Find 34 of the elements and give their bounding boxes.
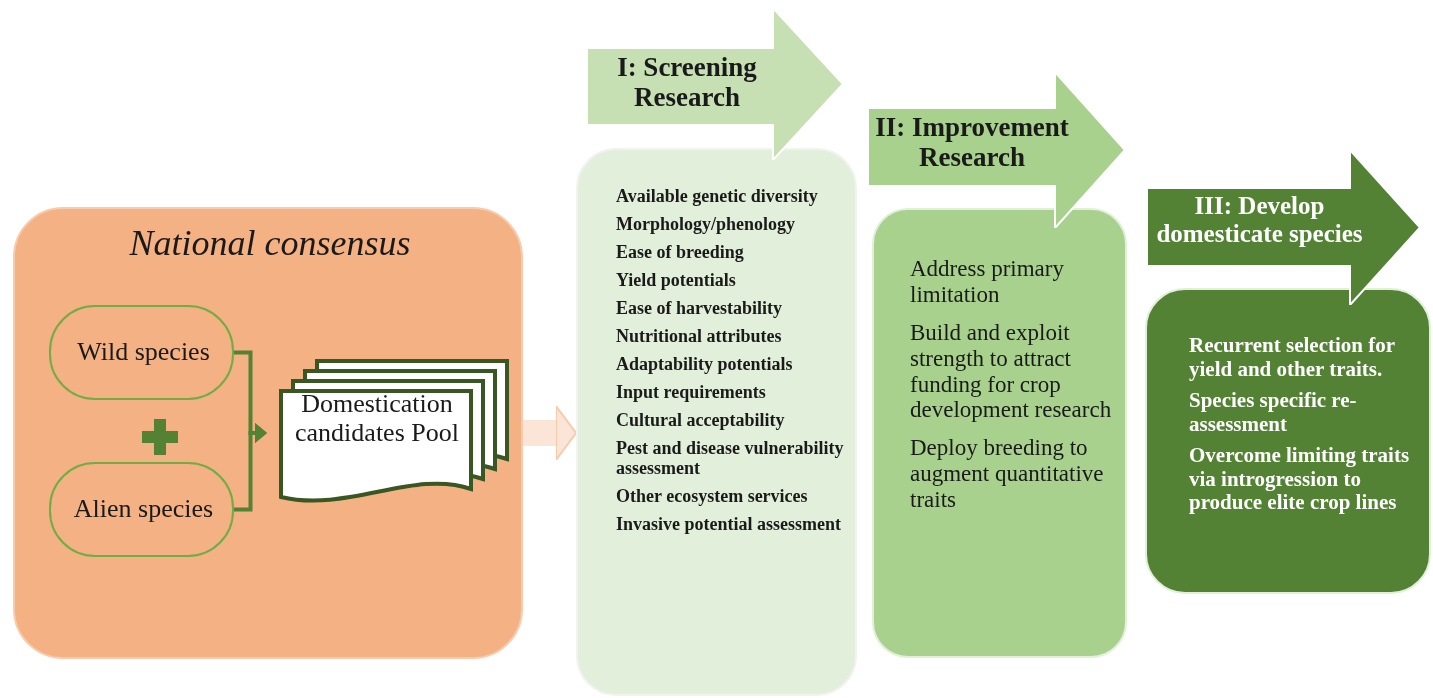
list-item: Invasive potential assessment xyxy=(616,514,842,535)
stage-title: III: Develop domesticate species xyxy=(1155,192,1364,248)
species-box xyxy=(49,462,234,557)
stage-panel xyxy=(1145,288,1431,594)
panel-title: National consensus xyxy=(128,223,412,264)
species-box xyxy=(49,305,234,400)
list-item: Overcome limiting traits via introgression to produce elite crop lines xyxy=(1189,444,1411,515)
stage-title: II: Improvement Research xyxy=(874,112,1070,173)
list-item: Input requirements xyxy=(616,382,767,403)
list-item: Recurrent selection for yield and other traits. xyxy=(1189,334,1396,382)
list-item: Morphology/phenology xyxy=(616,214,797,235)
list-item: Yield potentials xyxy=(616,270,737,291)
list-item: Pest and disease vulnerability assessment xyxy=(616,438,845,479)
arrow xyxy=(234,423,267,512)
arrow xyxy=(523,405,577,461)
list-item: Cultural acceptability xyxy=(616,410,786,431)
list-item: Address primary limitation xyxy=(910,256,1065,308)
list-item: Deploy breeding to augment quantitative traits xyxy=(910,435,1105,513)
list-item: Nutritional attributes xyxy=(616,326,783,347)
list-item: Adaptability potentials xyxy=(616,354,794,375)
node-label: Wild species xyxy=(76,337,211,367)
list-item: Available genetic diversity xyxy=(616,186,819,207)
list-item: Build and exploit strength to attract funding for crop development research xyxy=(910,320,1113,423)
stage-panel xyxy=(872,208,1127,658)
list-item: Ease of breeding xyxy=(616,242,745,263)
node-label: Alien species xyxy=(72,494,215,524)
list-item: Other ecosystem services xyxy=(616,486,809,507)
list-item: Species specific re-assessment xyxy=(1189,389,1358,437)
arrow-shape xyxy=(587,8,843,160)
node-label: Domestication candidates Pool xyxy=(294,389,460,448)
group-panel xyxy=(13,207,523,659)
stage-panel xyxy=(576,148,857,696)
stage-title: I: Screening Research xyxy=(616,52,758,113)
list-item: Ease of harvestability xyxy=(616,298,783,319)
